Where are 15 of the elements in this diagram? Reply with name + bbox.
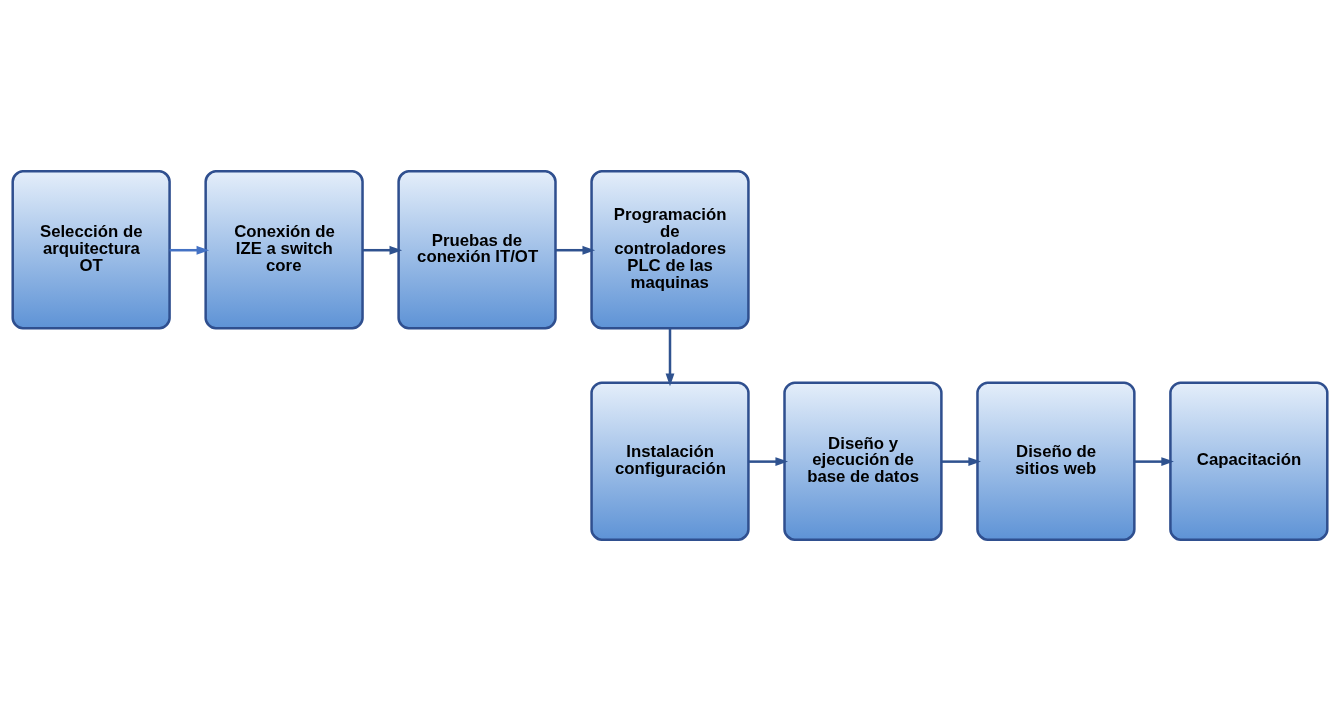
- node-box: Diseño de sitios web: [976, 381, 1136, 541]
- node-box: Capacitación: [1169, 381, 1329, 541]
- node-box: Conexión de IZE a switch core: [204, 170, 364, 330]
- arrow: [169, 245, 210, 255]
- arrow: [555, 245, 596, 255]
- arrow: [1134, 457, 1174, 467]
- arrow: [665, 328, 675, 387]
- node-box: Instalación configuración: [590, 381, 750, 541]
- node-box: Diseño y ejecución de base de datos: [783, 381, 943, 541]
- node-box: Pruebas de conexión IT/OT: [397, 170, 557, 330]
- node-box: Selección de arquitectura OT: [11, 170, 171, 330]
- node-box: Programación de controladores PLC de las maquinas: [590, 170, 750, 330]
- arrow: [748, 457, 789, 467]
- arrow: [362, 245, 403, 255]
- arrow: [941, 457, 981, 467]
